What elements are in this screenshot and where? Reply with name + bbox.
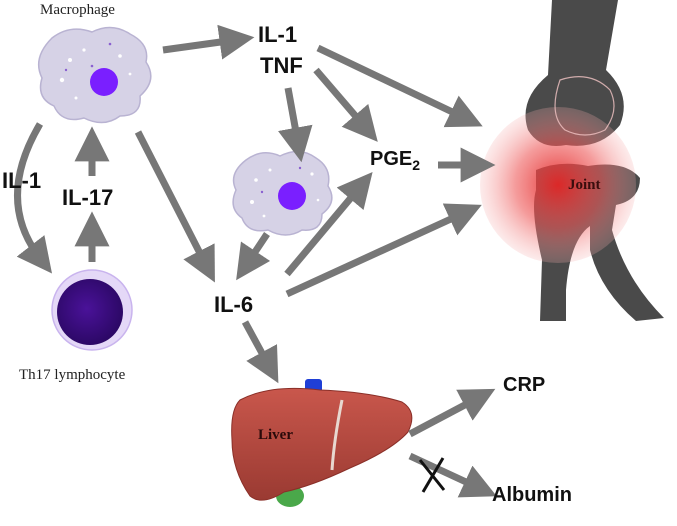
liver-body — [231, 387, 413, 501]
macrophage-cell-activated — [232, 150, 333, 236]
th17-lymphocyte-cell — [51, 269, 133, 351]
albumin-label: Albumin — [492, 484, 572, 506]
arrow-tnf-to-macrophage2 — [278, 87, 313, 163]
arrow-liver-to-crp — [408, 388, 496, 438]
cartilage-outline — [554, 76, 615, 136]
arrow-il6-to-pge2 — [284, 171, 373, 277]
tnf-label: TNF — [260, 53, 303, 78]
crp-label: CRP — [503, 374, 546, 396]
falciform-ligament — [330, 399, 344, 471]
arrow-macrophage-il1-to-th17 — [14, 122, 53, 274]
il6-label: IL-6 — [214, 292, 254, 317]
inhibition-cross-mark — [418, 457, 446, 493]
joint-label: Joint — [568, 177, 601, 193]
pge2-subscript: 2 — [412, 157, 421, 173]
knee-joint-illustration — [480, 0, 664, 321]
liver-label: Liver — [258, 427, 293, 443]
arrows — [14, 24, 497, 498]
th17-lymphocyte-label: Th17 lymphocyte — [19, 367, 126, 383]
arrow-macrophage-to-il1 — [162, 24, 255, 60]
macrophage-label: Macrophage — [40, 2, 115, 18]
macrophage-cell — [37, 26, 152, 124]
arrow-il6-to-joint — [285, 203, 482, 298]
arrow-macrophage2-to-il6 — [236, 232, 271, 281]
pge2-main: PGE — [370, 148, 413, 170]
arrow-macrophage-to-il6 — [134, 130, 215, 283]
liver-illustration — [231, 379, 413, 507]
il1-left-label: IL-1 — [2, 168, 42, 193]
arrow-il1-to-joint — [316, 44, 483, 128]
inflammation-glow — [480, 107, 636, 263]
il17-label: IL-17 — [62, 185, 114, 210]
pge2-label: PGE2 — [370, 149, 420, 172]
arrow-il6-to-liver — [241, 320, 279, 384]
arrow-tnf-to-pge2 — [313, 67, 378, 142]
il1-top-label: IL-1 — [258, 22, 298, 47]
